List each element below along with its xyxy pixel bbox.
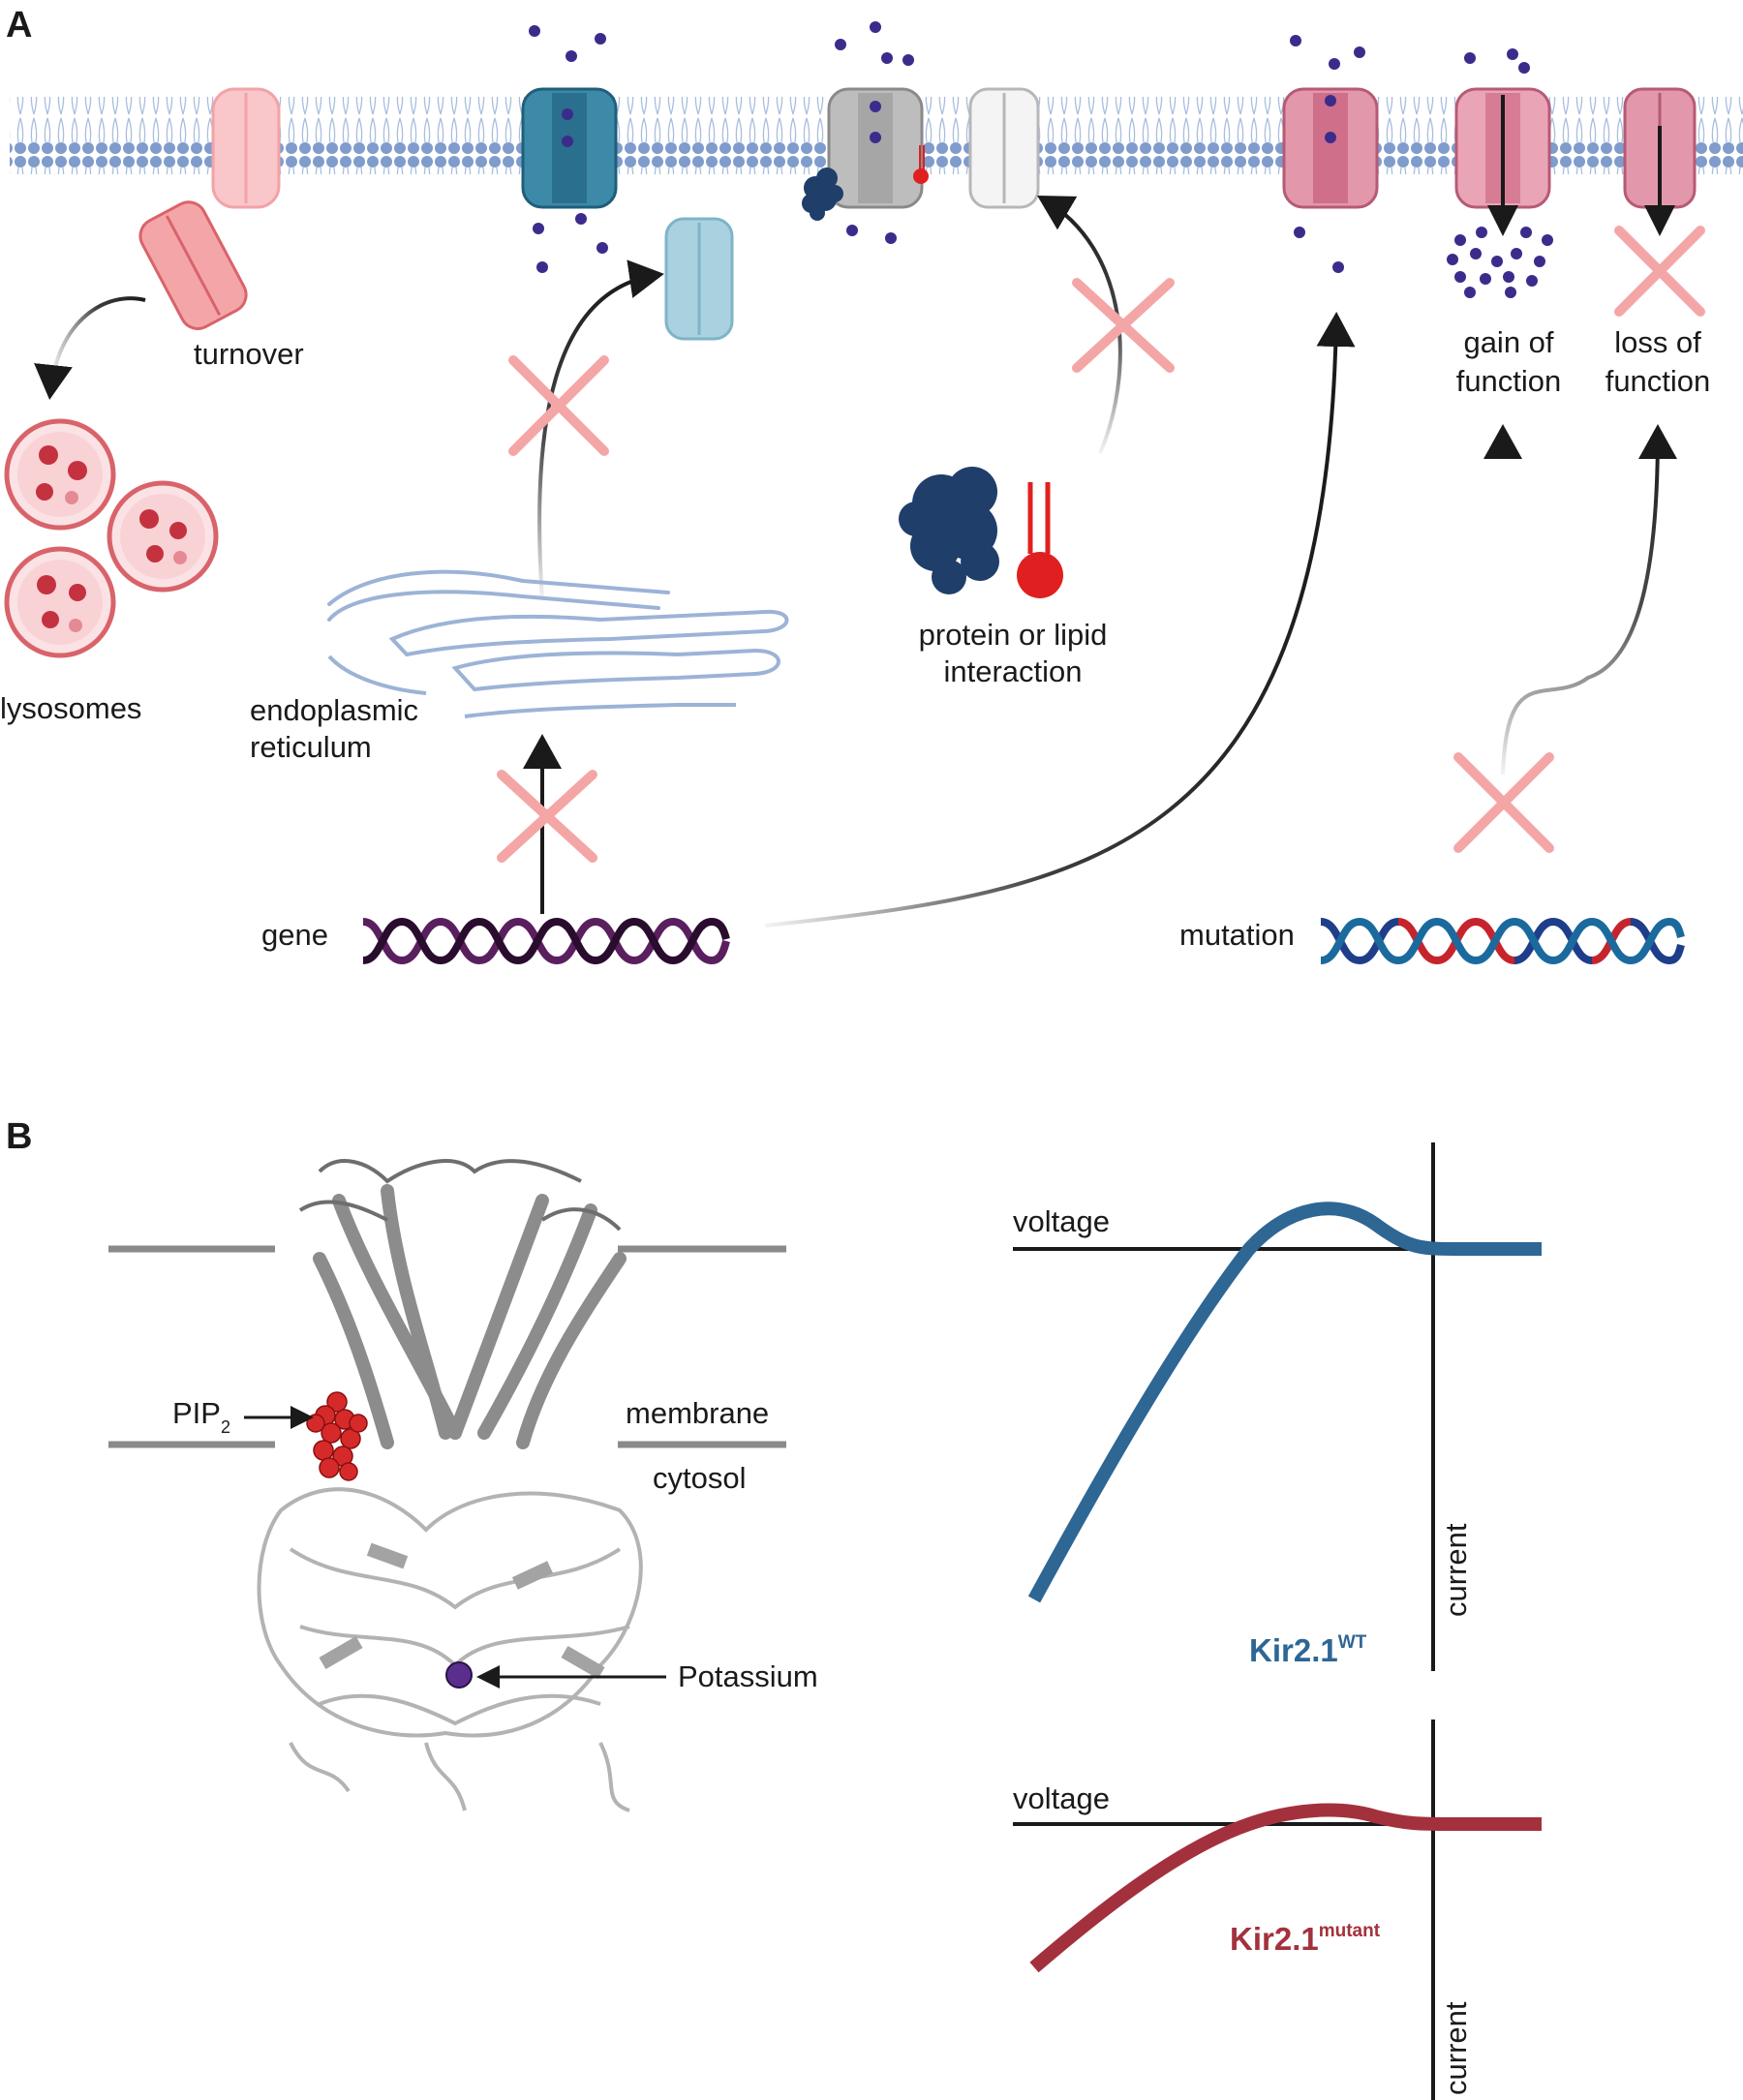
interacting-lipid-icon [1017,482,1063,598]
dna-gene-helix [362,917,730,965]
cross-expression-blocked [497,770,597,863]
dna-mutation-helix [1320,917,1685,965]
mutation-loss-arrow [1501,424,1677,776]
channel-trafficking-light-blue [664,217,734,341]
gain-label-line1: gain of [1463,325,1553,359]
er-label-line1: endoplasmic [250,693,418,727]
channel-turnover-membrane [211,87,281,209]
iv-plot-wt: voltage current Kir2.1WT [1013,1142,1542,1671]
gene-to-channel-arrow [764,312,1356,928]
cross-trafficking-blocked [508,355,609,456]
kir21-protein-structure [257,1159,643,1812]
channel-conducting-teal [521,87,618,209]
loss-label-line2: function [1605,364,1711,398]
loss-label-line1: loss of [1614,325,1701,359]
lysosomes-label: lysosomes [0,691,141,725]
interaction-label-line1: protein or lipid [919,618,1108,652]
mutation-label: mutation [1179,918,1295,952]
current-label-wt: current [1439,1523,1473,1617]
panel-a-letter: A [6,5,32,46]
er-label-line2: reticulum [250,730,372,764]
iv-curve-wt [1027,1202,1542,1603]
channel-conducting-pink [1282,87,1379,209]
turnover-arrow [34,296,146,400]
cross-interaction-blocked [1072,278,1175,373]
potassium-ion-cluster [529,25,608,273]
voltage-label-mutant: voltage [1013,1781,1110,1815]
potassium-label: Potassium [678,1659,818,1693]
interacting-protein-icon [899,467,999,594]
cross-mutation-blocked [1453,752,1554,853]
iv-plot-mutant: voltage current Kir2.1mutant [1013,1720,1542,2100]
interaction-arrow [1037,195,1122,454]
channel-internalized-icon [138,200,248,330]
interaction-label-line2: interaction [943,654,1082,688]
iv-curve-mutant [1029,1803,1542,1973]
cross-loss-blocked [1614,226,1705,317]
lysosome-icon [107,480,219,593]
lysosome-icon [4,546,116,658]
pip2-molecule [306,1391,368,1481]
turnover-label: turnover [194,337,304,371]
gain-label-line2: function [1456,364,1562,398]
potassium-ion-cluster [835,21,914,244]
potassium-ion [445,1661,473,1689]
gene-label: gene [261,918,328,952]
kir-wt-label: Kir2.1WT [1249,1632,1367,1668]
endoplasmic-reticulum-icon [327,569,789,718]
membrane-label: membrane [626,1396,769,1430]
membrane-boundary-lines [108,1245,786,1448]
kir-mutant-label: Kir2.1mutant [1230,1921,1381,1957]
voltage-label-wt: voltage [1013,1204,1110,1238]
potassium-ion-cluster [1447,48,1553,298]
panel-b-letter: B [6,1116,32,1157]
channel-closed-white [968,87,1040,209]
potassium-ion-cluster [1290,35,1365,273]
channel-with-interaction-gray [802,87,929,221]
pip2-label: PIP2 [172,1396,230,1437]
lysosome-icon [4,418,116,531]
current-label-mutant: current [1439,2001,1473,2095]
trafficking-arrow [537,259,664,601]
cytosol-label: cytosol [653,1461,746,1495]
